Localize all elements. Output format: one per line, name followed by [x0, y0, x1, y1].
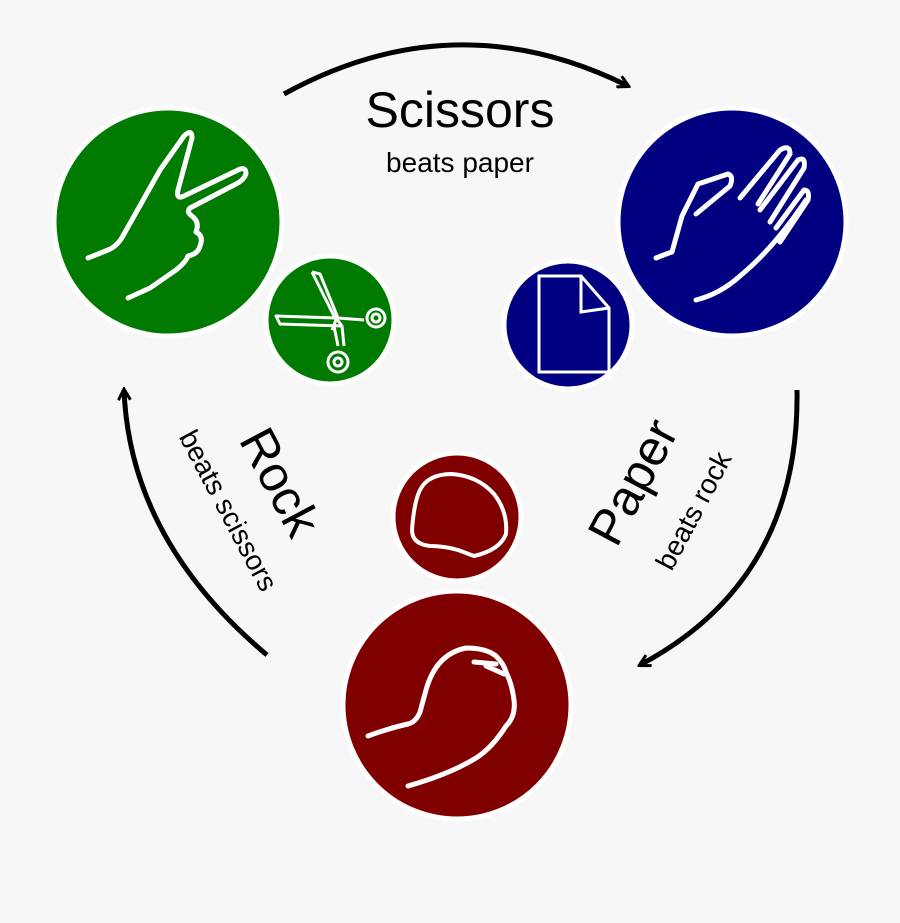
rock-stone-icon — [410, 472, 509, 558]
scissors-subtitle: beats paper — [386, 147, 534, 178]
victory-hand-icon — [85, 130, 249, 301]
arrow-rock-to-scissors — [124, 390, 269, 657]
paper-object-circle — [501, 258, 635, 392]
scissors-label: Scissors beats paper — [366, 82, 555, 178]
scissors-object-circle — [263, 253, 397, 387]
paper-hand-circle — [615, 105, 849, 339]
paper-sheet-icon — [537, 274, 611, 374]
scissors-hand-circle — [51, 105, 285, 339]
rock-node — [340, 450, 574, 822]
scissors-icon — [274, 270, 387, 374]
scissors-node — [51, 105, 397, 387]
arrow-scissors-to-paper — [282, 42, 628, 97]
arrow-paper-to-rock — [640, 389, 800, 668]
scissors-title: Scissors — [366, 82, 555, 138]
rock-hand-circle — [340, 588, 574, 822]
paper-node — [501, 105, 849, 392]
fist-icon — [365, 645, 517, 789]
open-hand-icon — [653, 145, 811, 303]
